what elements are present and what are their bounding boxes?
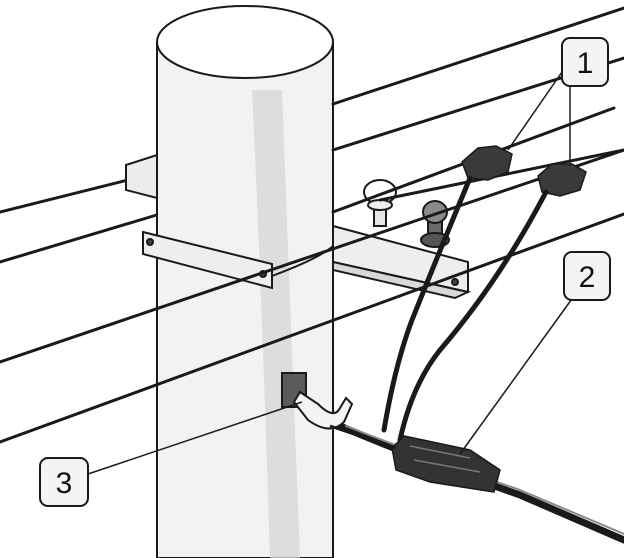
callout-3-label: 3 [56, 467, 73, 500]
callout-1: 1 [561, 37, 609, 87]
bolt-hole-1 [146, 238, 154, 246]
wire-back-2 [0, 212, 162, 264]
pole-shadow [252, 90, 300, 558]
callout-2: 2 [563, 251, 611, 301]
connector-highlight [409, 445, 481, 473]
cable-connector [391, 435, 501, 493]
crossarm-bottom [332, 260, 472, 300]
callout-leaders [87, 71, 575, 475]
bracket-crossarm [142, 224, 472, 300]
wire-4 [0, 148, 624, 364]
leader-1a [507, 71, 563, 151]
leader-3 [87, 401, 303, 475]
wall-hook [281, 372, 397, 450]
connector-body [391, 435, 501, 493]
wire-5 [0, 212, 624, 444]
hook-body [292, 390, 354, 430]
callout-3: 3 [39, 457, 89, 507]
bracket-upper-plate [125, 153, 158, 200]
bolt-hole-3 [451, 278, 459, 286]
tap-cables [381, 175, 549, 443]
bracket-upper [125, 153, 158, 200]
insulator-white [363, 179, 397, 227]
leader-2 [459, 295, 575, 455]
crossarm-front-plate [142, 230, 273, 290]
callout-1-label: 1 [577, 47, 594, 80]
tap-cable-2 [397, 189, 549, 443]
pole-top [156, 5, 334, 79]
callout-2-label: 2 [579, 261, 596, 294]
wire-1 [331, 6, 624, 106]
pole [156, 5, 334, 558]
tap-cable-1 [381, 175, 473, 433]
hook-wire [329, 424, 397, 450]
